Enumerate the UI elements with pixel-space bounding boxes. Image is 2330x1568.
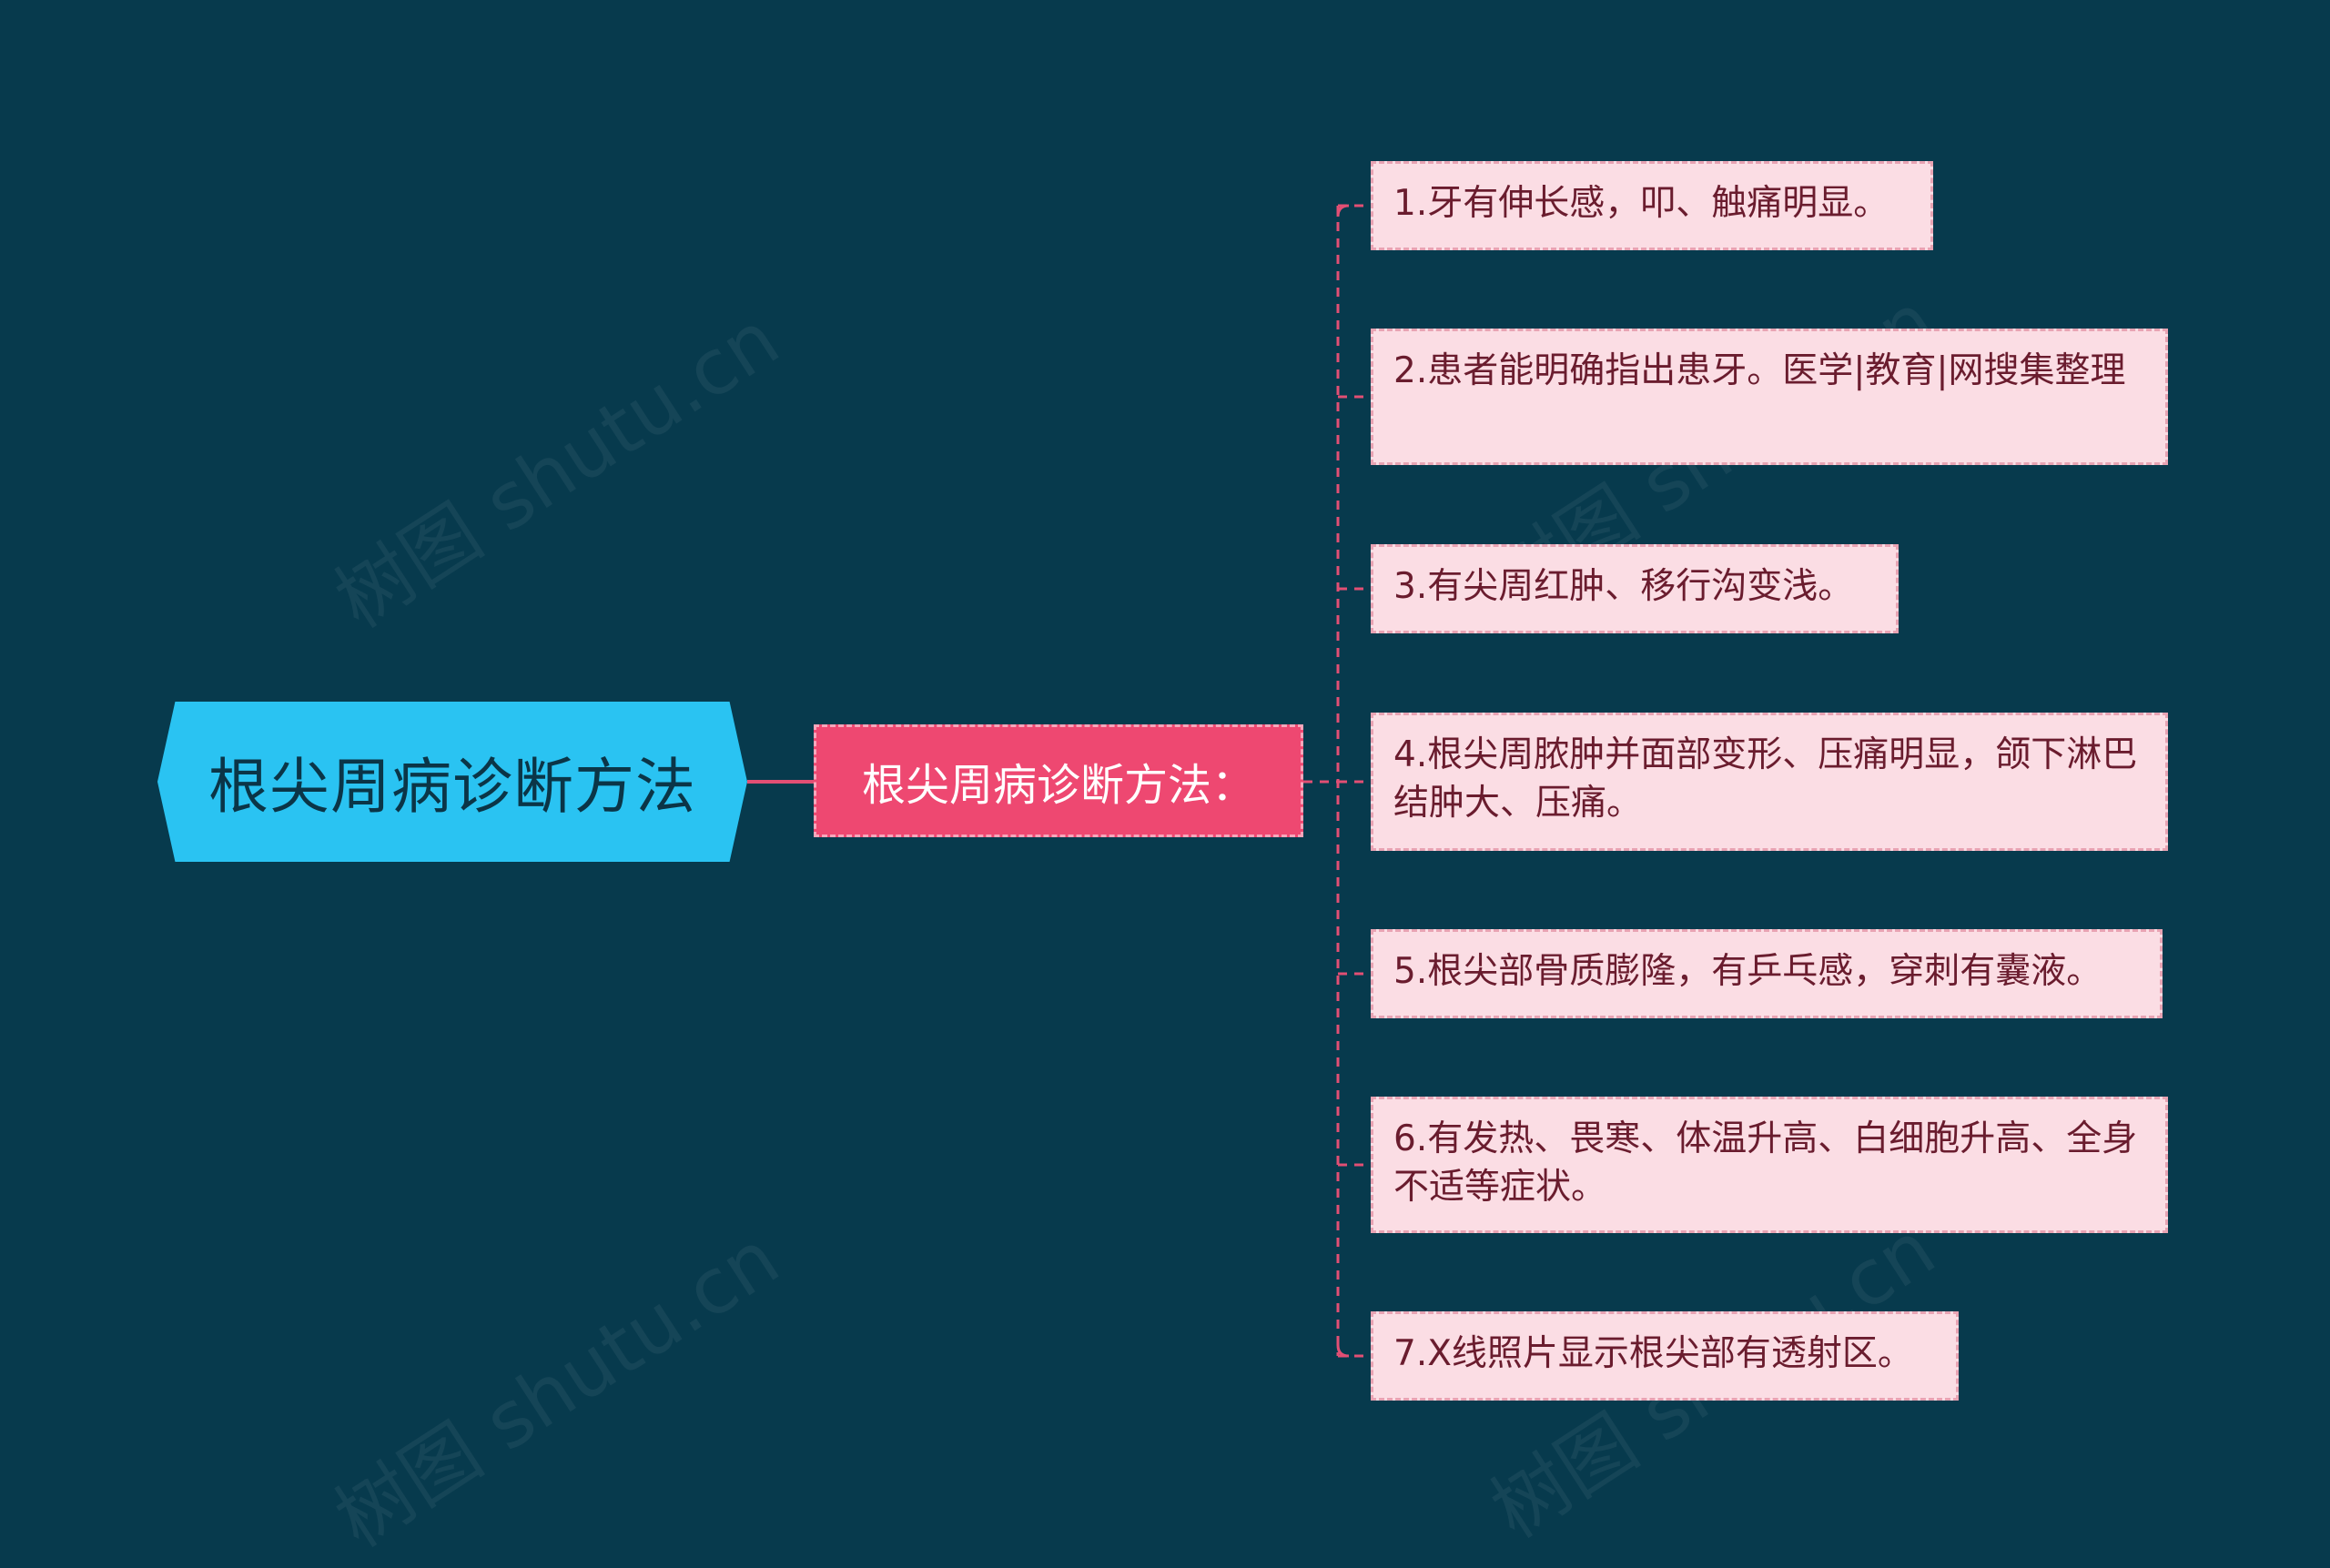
leaf-node-label: 5.根尖部骨质膨隆，有乒乓感，穿刺有囊液。 xyxy=(1393,951,2102,992)
leaf-node-7[interactable]: 7.X线照片显示根尖部有透射区。 xyxy=(1371,1311,1959,1401)
leaf-node-3[interactable]: 3.有尖周红肿、移行沟变浅。 xyxy=(1371,544,1899,633)
branch-node-label: 根尖周病诊断方法： xyxy=(861,760,1255,811)
leaf-node-label: 4.根尖周脓肿并面部变形、压痛明显，颌下淋巴结肿大、压痛。 xyxy=(1393,734,2138,824)
trunk-top-curve xyxy=(1336,204,1350,217)
root-node[interactable]: 根尖周病诊断方法 xyxy=(157,702,747,862)
leaf-node-label: 6.有发热、畏寒、体温升高、白细胞升高、全身不适等症状。 xyxy=(1393,1118,2138,1208)
leaf-node-label: 7.X线照片显示根尖部有透射区。 xyxy=(1393,1333,1913,1374)
leaf-node-2[interactable]: 2.患者能明确指出患牙。医学|教育|网搜集整理 xyxy=(1371,329,2168,465)
leaf-node-6[interactable]: 6.有发热、畏寒、体温升高、白细胞升高、全身不适等症状。 xyxy=(1371,1097,2168,1233)
leaf-node-label: 2.患者能明确指出患牙。医学|教育|网搜集整理 xyxy=(1393,350,2126,391)
leaf-node-label: 3.有尖周红肿、移行沟变浅。 xyxy=(1393,566,1854,607)
leaf-node-1[interactable]: 1.牙有伸长感，叩、触痛明显。 xyxy=(1371,161,1933,250)
leaf-node-label: 1.牙有伸长感，叩、触痛明显。 xyxy=(1393,183,1889,224)
branch-node[interactable]: 根尖周病诊断方法： xyxy=(814,724,1303,837)
leaf-node-5[interactable]: 5.根尖部骨质膨隆，有乒乓感，穿刺有囊液。 xyxy=(1371,929,2163,1018)
root-node-label: 根尖周病诊断方法 xyxy=(208,752,696,822)
trunk-bottom-curve xyxy=(1336,1344,1350,1358)
leaf-node-4[interactable]: 4.根尖周脓肿并面部变形、压痛明显，颌下淋巴结肿大、压痛。 xyxy=(1371,713,2168,851)
